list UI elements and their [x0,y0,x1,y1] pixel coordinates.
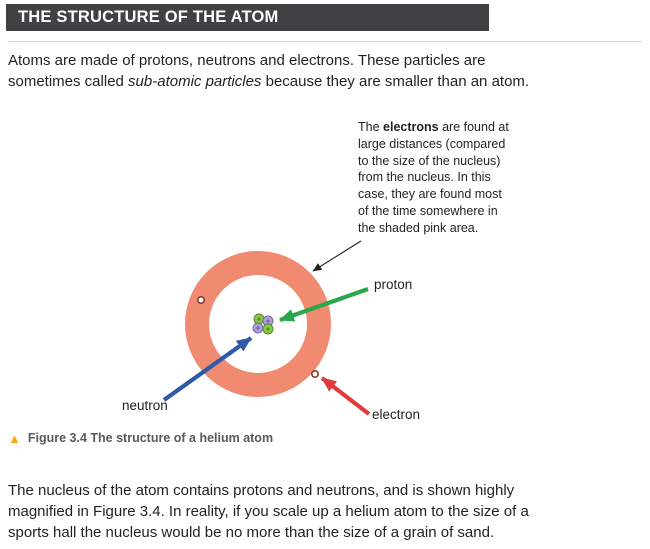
electron-particle-upper-left [197,295,206,304]
electron-cloud-ring [185,251,331,397]
nucleus-cluster [252,313,274,335]
proton-arrow [279,287,369,322]
header-divider [8,41,642,42]
electron-note: The electrons are found at large distanc… [358,119,540,237]
neutron-dot-2 [256,326,260,330]
note-bold-word: electrons [383,120,439,134]
electron-particle-lower-right [310,369,319,378]
section-title: THE STRUCTURE OF THE ATOM [18,8,279,26]
intro-text-before: Atoms are made of protons, neutrons and … [8,52,486,90]
neutron-label: neutron [122,398,168,413]
figure-caption: ▲ Figure 3.4 The structure of a helium a… [8,431,273,445]
note-pointer-line [312,240,362,272]
neutron-dot-1 [266,319,270,323]
intro-text-after: because they are smaller than an atom. [261,73,530,90]
electron-label: electron [372,407,421,422]
outro-paragraph: The nucleus of the atom contains protons… [8,482,529,541]
proton-dot-1 [257,317,261,321]
electron-arrow [320,376,371,416]
note-text-after: are found at large distances (compared t… [358,120,509,235]
note-text-before: The [358,120,384,134]
neutron-arrow [162,336,253,402]
caption-triangle-icon: ▲ [8,430,21,446]
section-header-bar: THE STRUCTURE OF THE ATOM [6,4,489,31]
caption-text: Figure 3.4 The structure of a helium ato… [27,431,274,445]
intro-paragraph: Atoms are made of protons, neutrons and … [8,50,618,92]
intro-italic-phrase: sub-atomic particles [128,73,262,90]
proton-label: proton [374,277,413,292]
proton-dot-2 [266,327,270,331]
